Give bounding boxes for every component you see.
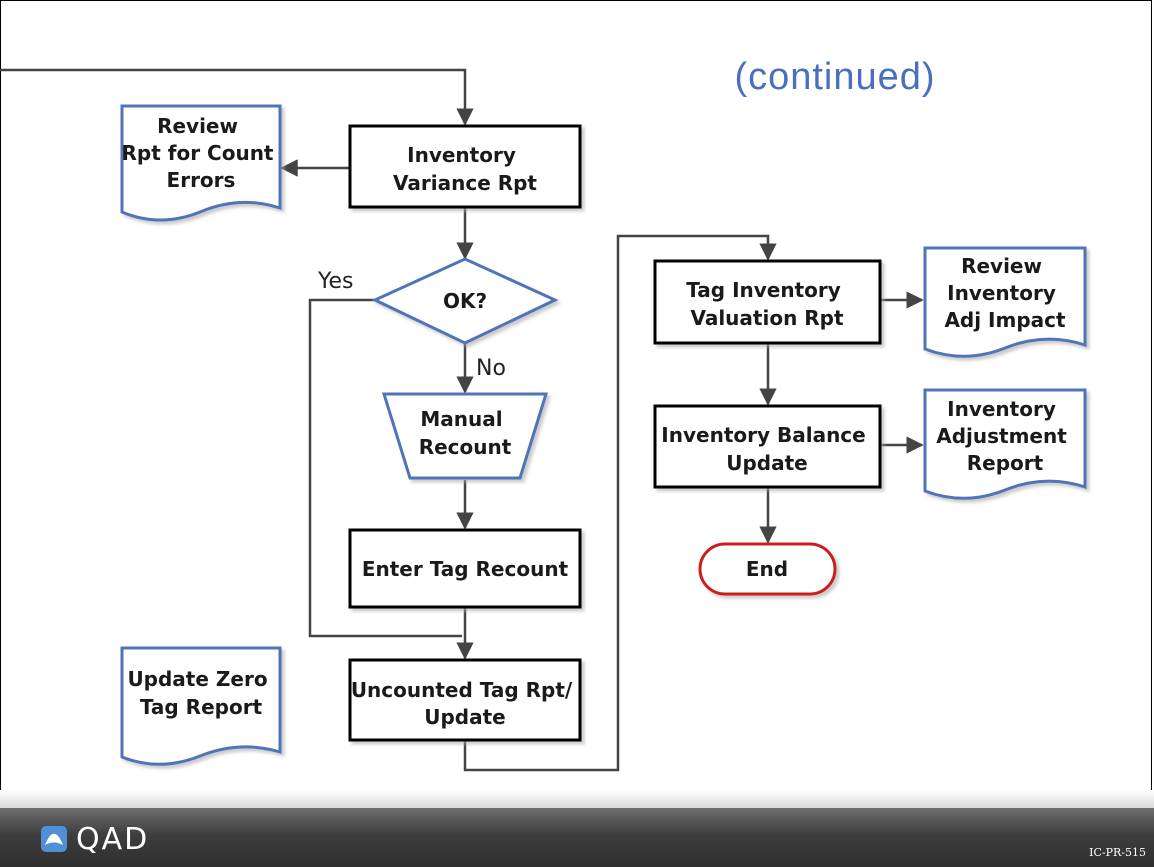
node-label-enter-recount: Enter Tag Recount: [362, 557, 569, 581]
edge-label-yes: Yes: [317, 269, 354, 294]
edge-incoming: [0, 68, 474, 126]
node-label-end: End: [746, 557, 788, 581]
node-shape-review-adj: [923, 246, 1087, 358]
node-label-ok: OK?: [443, 289, 487, 313]
node-shape-enter-recount: [348, 528, 582, 609]
node-shape-manual-recount: [381, 392, 549, 480]
node-shape-uncounted: [348, 658, 582, 742]
edge-uncounted-to-valuation: [463, 234, 777, 772]
node-shape-end: [698, 542, 837, 596]
edge-label-no: No: [476, 356, 506, 381]
node-label-update-zero: Update Zero Tag Report: [127, 667, 274, 719]
qad-logo-icon: [41, 826, 67, 852]
flowchart: Inventory Variance Rpt Review Rpt for Co…: [0, 68, 1087, 772]
node-shape-balance: [653, 404, 882, 489]
node-shape-update-zero: [120, 646, 282, 766]
edge-ok-yes: [308, 298, 462, 638]
qad-logo: QAD: [40, 821, 150, 857]
slide-title: (continued): [734, 56, 936, 98]
node-label-manual-recount: Manual Recount: [419, 407, 512, 459]
node-label-balance: Inventory Balance Update: [661, 423, 872, 475]
footer-bar: [0, 808, 1154, 867]
node-label-valuation: Tag Inventory Valuation Rpt: [686, 278, 848, 330]
node-label-variance: Inventory Variance Rpt: [393, 143, 537, 195]
node-shape-ok: [371, 257, 559, 345]
slide-code: IC-PR-515: [1089, 846, 1146, 859]
node-label-uncounted: Uncounted Tag Rpt/ Update: [351, 678, 579, 729]
node-shape-review-count: [120, 104, 282, 222]
node-shape-adj-report: [923, 388, 1087, 500]
footer-band: [0, 790, 1154, 808]
node-shape-variance: [348, 124, 582, 209]
node-label-adj-report: Inventory Adjustment Report: [936, 397, 1074, 475]
node-shape-valuation: [653, 259, 882, 345]
qad-logo-text: QAD: [76, 821, 150, 857]
node-label-review-count: Review Rpt for Count Errors: [122, 114, 281, 192]
node-label-review-adj: Review Inventory Adj Impact: [944, 254, 1066, 332]
